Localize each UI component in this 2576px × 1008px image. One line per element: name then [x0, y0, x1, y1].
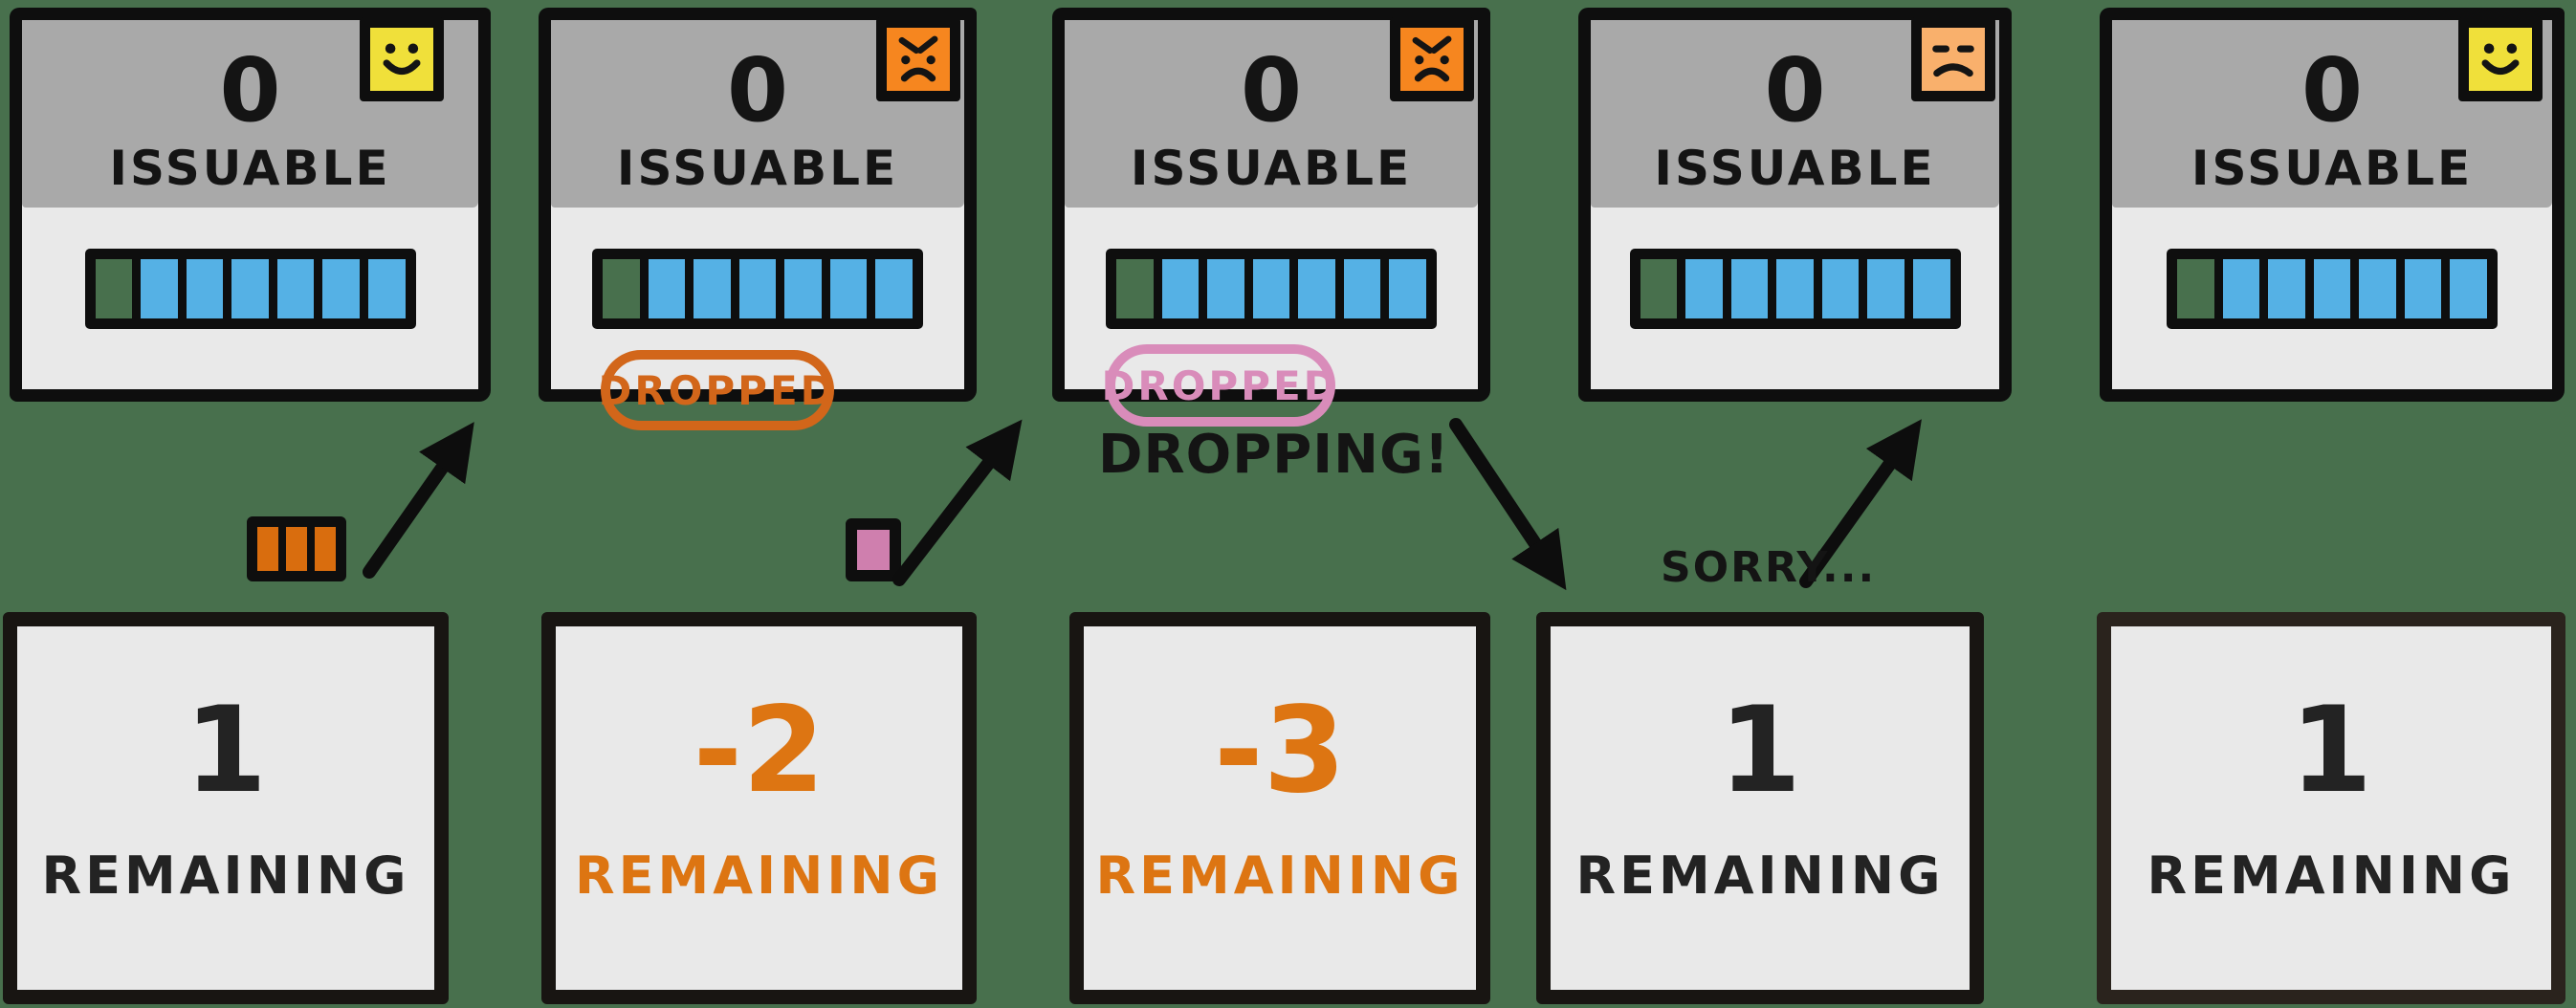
remaining-value: 1: [1718, 682, 1802, 820]
remaining-card-3: -3 REMAINING: [1069, 612, 1490, 1004]
issuable-card-5: 0 ISSUABLE: [2100, 8, 2565, 402]
issuable-value: 0: [219, 39, 281, 142]
progress-cell-filled: [1207, 259, 1253, 318]
issuable-label: ISSUABLE: [109, 141, 391, 196]
dropped-badge-orange: DROPPED: [598, 350, 834, 430]
progress-cell-filled: [1389, 259, 1427, 318]
progress-cell-filled: [2359, 259, 2405, 318]
arrow-up-right-1: [363, 422, 474, 579]
issuable-value: 0: [1240, 39, 1302, 142]
progress-cell-filled: [367, 259, 406, 318]
dropped-badge-pink: DROPPED: [1101, 344, 1337, 427]
progress-cell-filled: [2268, 259, 2314, 318]
progress-cell-filled: [276, 259, 323, 318]
progress-bar: [1629, 249, 1961, 329]
remaining-value: 1: [184, 682, 268, 820]
progress-cell-filled: [738, 259, 785, 318]
progress-cell-empty: [2177, 259, 2223, 318]
remaining-label: REMAINING: [41, 845, 410, 906]
progress-cell-filled: [1776, 259, 1822, 318]
issuable-label: ISSUABLE: [2191, 141, 2474, 196]
happy-face-icon: [2458, 17, 2543, 101]
progress-cell-filled: [784, 259, 830, 318]
progress-cell-empty: [1116, 259, 1162, 318]
remaining-card-2: -2 REMAINING: [541, 612, 977, 1004]
issuable-value: 0: [726, 39, 788, 142]
progress-cell-filled: [875, 259, 914, 318]
progress-bar: [84, 249, 416, 329]
sorry-label: SORRY...: [1661, 543, 1877, 592]
remaining-label: REMAINING: [575, 845, 943, 906]
remaining-value: 1: [2289, 682, 2373, 820]
progress-cell-filled: [2404, 259, 2451, 318]
progress-cell-filled: [829, 259, 876, 318]
progress-bar: [592, 249, 923, 329]
progress-cell-empty: [1640, 259, 1686, 318]
progress-cell-filled: [2222, 259, 2269, 318]
progress-cell-filled: [322, 259, 368, 318]
progress-cell-filled: [694, 259, 739, 318]
progress-cell-empty: [603, 259, 649, 318]
issuable-card-header: 0 ISSUABLE: [2112, 20, 2552, 208]
remaining-card-4: 1 REMAINING: [1536, 612, 1984, 1004]
issuable-value: 0: [2301, 39, 2363, 142]
remaining-label: REMAINING: [1575, 845, 1945, 906]
arrow-up-right-3: [1799, 419, 1922, 588]
issuable-value: 0: [1764, 39, 1826, 142]
issuable-card-4: 0 ISSUABLE: [1578, 8, 2012, 402]
remaining-label: REMAINING: [1095, 845, 1464, 906]
remaining-value: -2: [693, 682, 826, 820]
angry-face-icon: [1390, 17, 1474, 101]
happy-face-icon: [360, 17, 444, 101]
progress-bar: [2167, 249, 2498, 329]
progress-bar: [1106, 249, 1437, 329]
progress-cell-filled: [1912, 259, 1950, 318]
progress-cell-empty: [95, 259, 142, 318]
remaining-card-1: 1 REMAINING: [3, 612, 449, 1004]
pink-token-block: [846, 518, 901, 581]
progress-cell-filled: [186, 259, 232, 318]
issuable-card-3: 0 ISSUABLE: [1052, 8, 1490, 402]
issuable-label: ISSUABLE: [1130, 141, 1413, 196]
progress-cell-filled: [1298, 259, 1344, 318]
orange-token-cell: [257, 527, 286, 571]
issuable-label: ISSUABLE: [1654, 141, 1936, 196]
orange-token-cell: [286, 527, 315, 571]
remaining-card-5: 1 REMAINING: [2097, 612, 2565, 1004]
angry-face-icon: [876, 17, 960, 101]
progress-cell-filled: [1161, 259, 1208, 318]
progress-cell-filled: [141, 259, 187, 318]
unamused-face-icon: [1911, 17, 1995, 101]
remaining-value: -3: [1214, 682, 1346, 820]
progress-cell-filled: [2450, 259, 2488, 318]
progress-cell-filled: [1821, 259, 1868, 318]
arrow-down-right-icon: [1449, 418, 1567, 591]
progress-cell-filled: [1685, 259, 1731, 318]
remaining-label: REMAINING: [2147, 845, 2516, 906]
issuable-card-1: 0 ISSUABLE: [10, 8, 491, 402]
arrow-up-right-2: [892, 419, 1023, 586]
issuable-card-2: 0 ISSUABLE: [539, 8, 977, 402]
progress-cell-filled: [648, 259, 694, 318]
progress-cell-filled: [1343, 259, 1390, 318]
progress-cell-filled: [1252, 259, 1299, 318]
orange-token-cell: [315, 527, 336, 571]
issuable-label: ISSUABLE: [616, 141, 899, 196]
dropping-label: DROPPING!: [1098, 424, 1450, 486]
progress-cell-filled: [1867, 259, 1913, 318]
progress-cell-filled: [231, 259, 277, 318]
progress-cell-filled: [2313, 259, 2360, 318]
progress-cell-filled: [1730, 259, 1777, 318]
orange-tokens-block: [247, 516, 346, 581]
